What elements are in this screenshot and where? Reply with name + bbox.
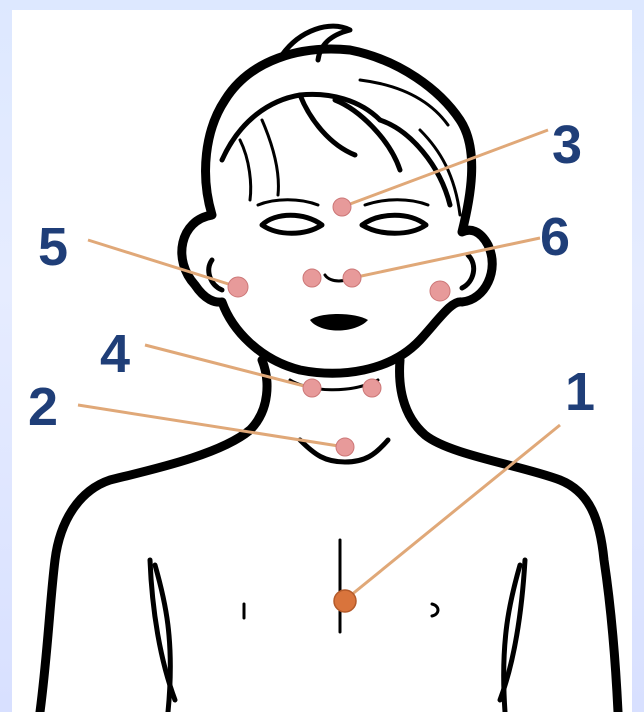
point-6-right <box>343 269 361 287</box>
point-5-left <box>228 277 248 297</box>
left-eye <box>262 215 322 233</box>
leader-line-6 <box>352 238 540 278</box>
right-eye <box>362 215 426 233</box>
point-4-right <box>363 379 381 397</box>
label-5: 5 <box>38 217 68 277</box>
leader-line-2 <box>78 405 345 447</box>
left-ear <box>209 260 222 290</box>
point-4-left <box>303 379 321 397</box>
leader-line-5 <box>88 240 238 287</box>
hair-strand <box>240 140 251 200</box>
right-eyebrow <box>365 200 428 205</box>
point-5-right <box>430 281 450 301</box>
leader-lines <box>78 130 560 600</box>
right-ear <box>462 255 474 288</box>
point-3 <box>333 198 351 216</box>
point-1 <box>334 590 356 612</box>
label-3: 3 <box>552 115 582 175</box>
label-6: 6 <box>540 207 570 267</box>
point-2 <box>336 438 354 456</box>
label-1: 1 <box>565 362 595 422</box>
right-nipple <box>432 604 438 616</box>
label-4: 4 <box>100 324 130 384</box>
label-2: 2 <box>28 377 58 437</box>
left-eyebrow <box>258 200 318 205</box>
point-6-left <box>303 269 321 287</box>
mouth <box>310 314 368 331</box>
neck-left <box>40 360 267 712</box>
hair-strand <box>380 120 450 205</box>
hair-strand <box>262 120 278 195</box>
